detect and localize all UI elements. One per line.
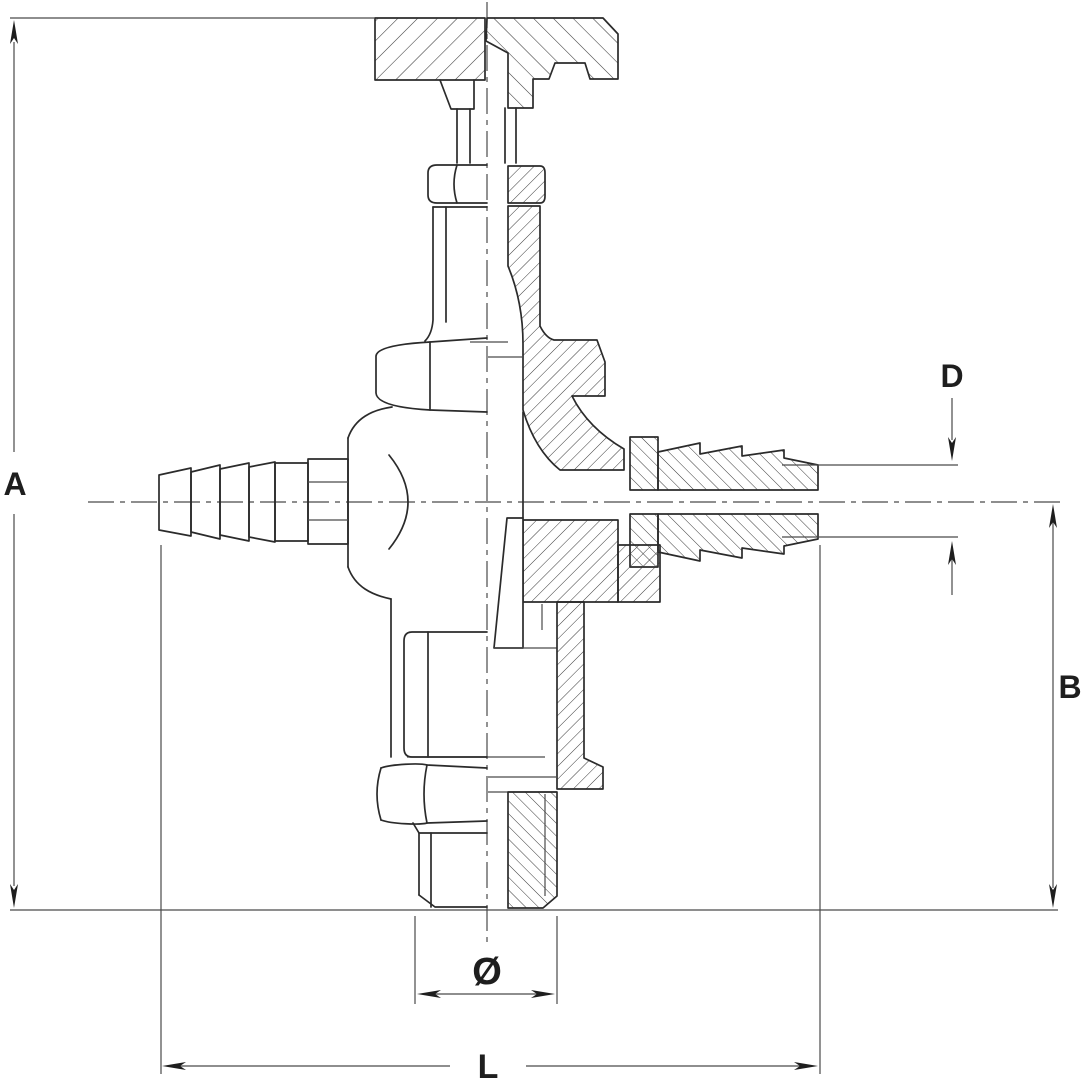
dim-label-diameter: Ø bbox=[472, 951, 502, 993]
stem-hex-left bbox=[427, 164, 488, 204]
valve-stem bbox=[456, 107, 517, 164]
bonnet-flange-upper bbox=[507, 205, 625, 471]
dimension-b: B bbox=[1049, 504, 1082, 908]
dim-l-arrow-right bbox=[794, 1062, 818, 1070]
dimension-l: L bbox=[160, 545, 821, 1083]
union-section-right bbox=[407, 517, 661, 909]
dim-d-arrow-down bbox=[948, 437, 956, 461]
handle-section bbox=[374, 17, 619, 110]
dim-label-b: B bbox=[1058, 669, 1081, 705]
handle-left-half bbox=[374, 17, 486, 81]
thread-section-right bbox=[507, 791, 558, 909]
dimension-a: A bbox=[3, 17, 375, 908]
packing-gland bbox=[424, 206, 488, 342]
union-flange-side bbox=[617, 544, 661, 603]
dim-b-arrow-down bbox=[1049, 884, 1057, 908]
dim-label-a: A bbox=[3, 466, 26, 502]
lower-hex-facet bbox=[423, 764, 428, 824]
lower-body-left bbox=[376, 631, 488, 908]
hose-barb-left bbox=[158, 458, 349, 545]
stem-hex-nut bbox=[427, 164, 546, 204]
stem-hex-right-section bbox=[507, 165, 546, 204]
dimension-d: D bbox=[782, 358, 964, 595]
dim-label-l: L bbox=[478, 1048, 499, 1083]
hose-barb-right-section bbox=[629, 436, 819, 568]
dim-d-arrow-up bbox=[948, 541, 956, 565]
body-internal-arc bbox=[388, 454, 409, 550]
dim-a-arrow-down bbox=[10, 884, 18, 908]
centerlines bbox=[88, 2, 1062, 948]
barb-bottom-wall bbox=[657, 513, 819, 562]
valve-plug-taper bbox=[493, 517, 524, 649]
dim-dia-arrow-left bbox=[417, 990, 441, 998]
bonnet-section-right bbox=[470, 205, 625, 519]
stem-hex-facet bbox=[453, 164, 458, 204]
dim-b-arrow-up bbox=[1049, 504, 1057, 528]
handle-neck-left bbox=[439, 79, 475, 110]
valve-body-left bbox=[347, 406, 409, 758]
union-flange-plate bbox=[522, 519, 619, 603]
dim-a-arrow-up bbox=[10, 20, 18, 44]
dimension-diameter: Ø bbox=[414, 916, 558, 1004]
dim-label-d: D bbox=[940, 358, 963, 394]
dim-dia-arrow-right bbox=[531, 990, 555, 998]
dim-l-arrow-left bbox=[162, 1062, 186, 1070]
union-column bbox=[556, 601, 604, 790]
handle-right-half bbox=[485, 17, 619, 109]
barb-top-wall bbox=[657, 442, 819, 491]
bonnet-hex-nut bbox=[375, 337, 488, 413]
